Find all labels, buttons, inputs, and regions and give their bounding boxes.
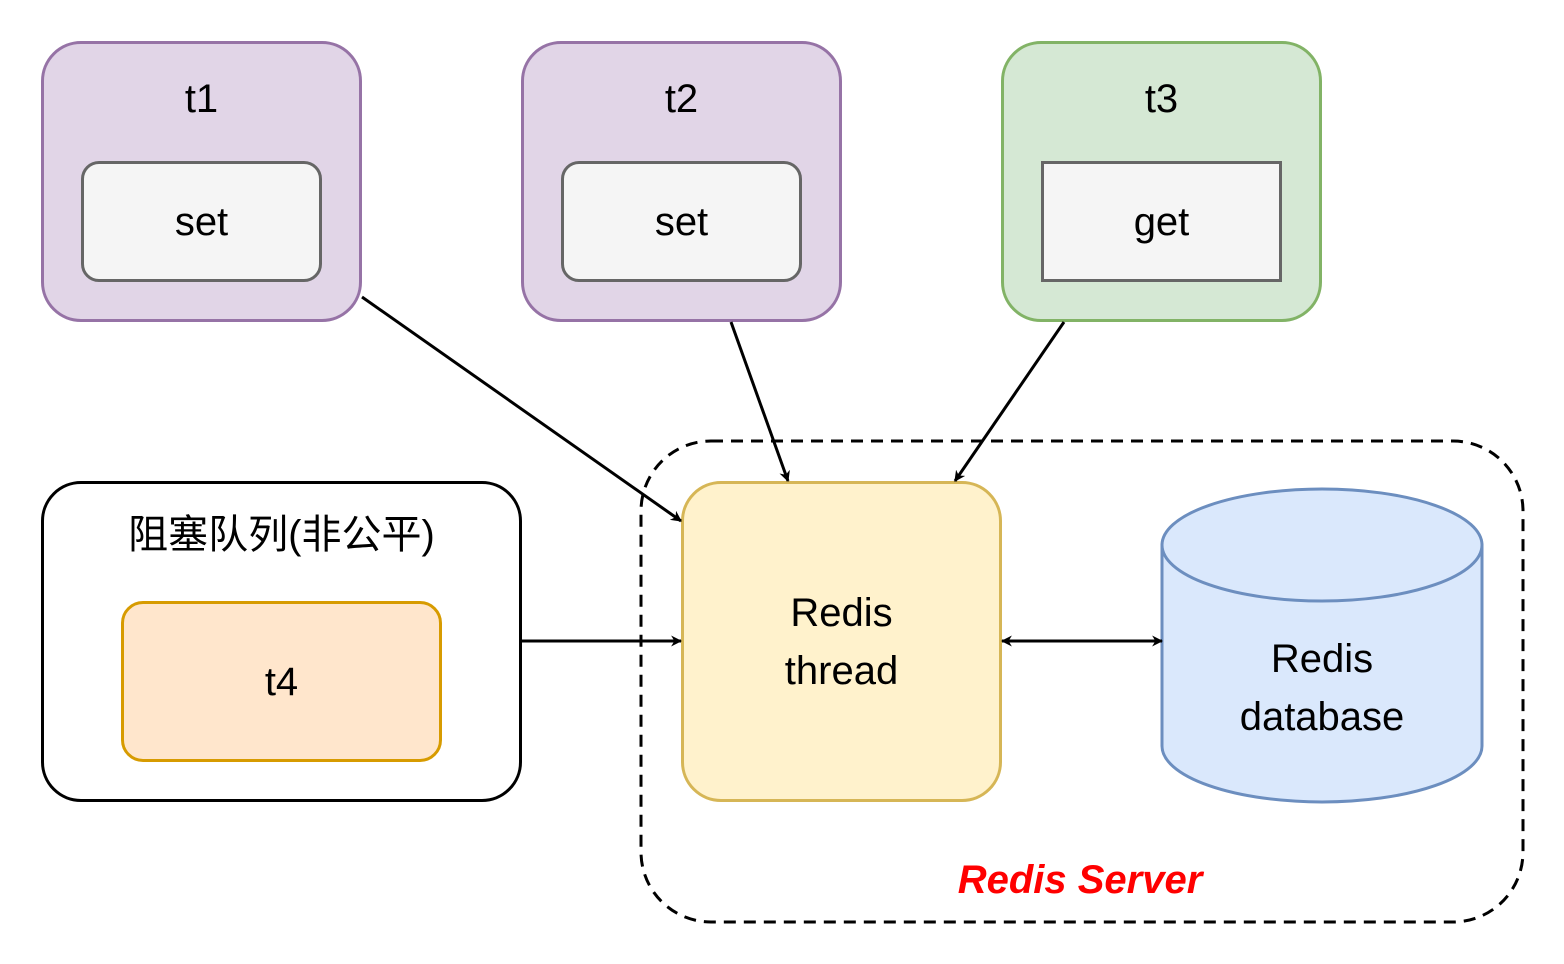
redis-thread-label-line1: Redis xyxy=(790,590,893,635)
redis-database-label-line2: database xyxy=(1239,695,1405,739)
redis-thread-box: Redis thread xyxy=(681,481,1002,802)
thread-t2-title: t2 xyxy=(664,77,699,121)
thread-t2-op-box: set xyxy=(561,161,802,282)
redis-server-boundary xyxy=(639,439,1525,924)
thread-t1-op-box: set xyxy=(81,161,322,282)
thread-t3-title: t3 xyxy=(1144,77,1179,121)
redis-database-label: Redis database xyxy=(1162,630,1482,746)
thread-t3-op-label: get xyxy=(1133,199,1190,244)
blocking-queue-title: 阻塞队列(非公平) xyxy=(128,513,435,557)
arrow-t2-to-redis-thread xyxy=(729,321,790,483)
thread-t2-op-label: set xyxy=(654,199,709,244)
redis-server-label: Redis Server xyxy=(957,858,1203,902)
redis-database-label-line1: Redis xyxy=(1270,637,1374,681)
thread-t1-title: t1 xyxy=(184,77,219,121)
queued-thread-t4-label: t4 xyxy=(264,659,299,704)
redis-thread-label: Redis thread xyxy=(684,484,999,799)
arrow-t1-to-redis-thread xyxy=(361,295,682,523)
redis-thread-label-line2: thread xyxy=(784,648,899,693)
thread-t3-op-box: get xyxy=(1041,161,1282,282)
thread-t1-op-label: set xyxy=(174,199,229,244)
queued-thread-t4: t4 xyxy=(121,601,442,762)
arrow-t3-to-redis-thread xyxy=(953,321,1066,482)
redis-database-cylinder xyxy=(1160,487,1484,804)
